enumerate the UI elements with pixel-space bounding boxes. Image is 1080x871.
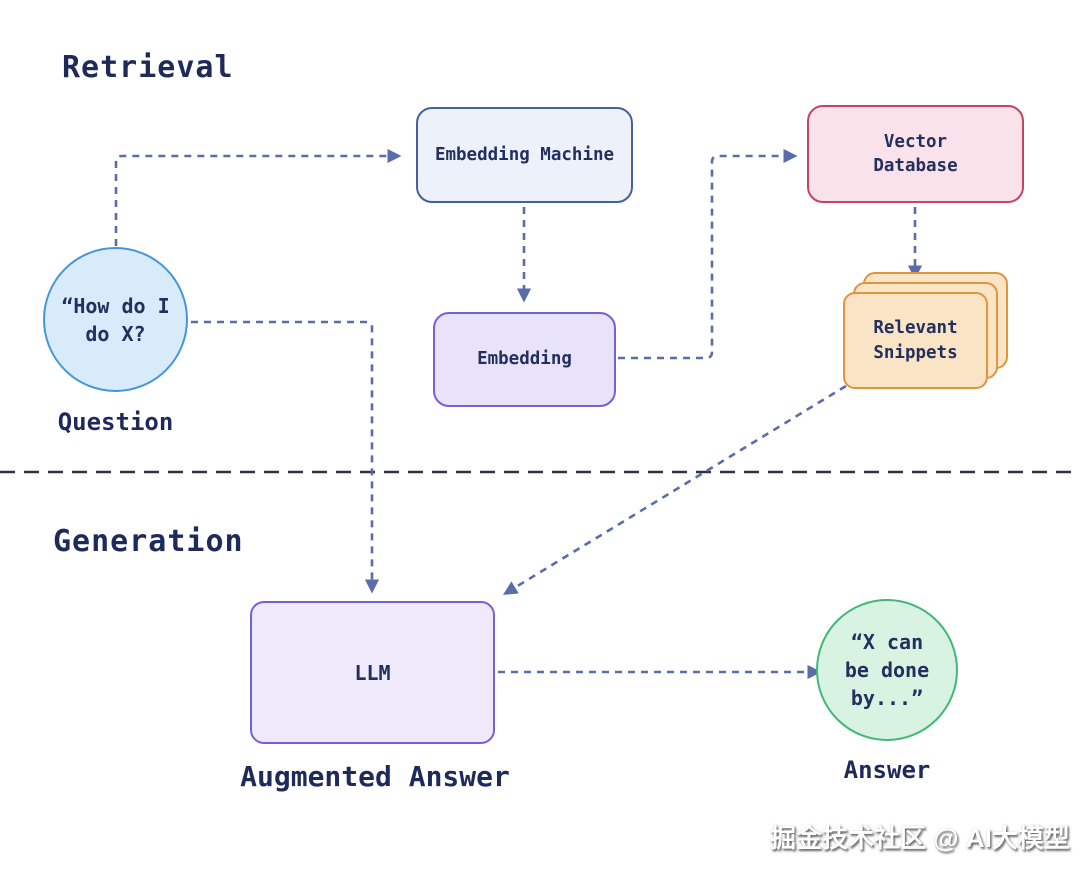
node-embedding: Embedding: [433, 312, 616, 407]
node-vector-database: Vector Database: [807, 105, 1024, 203]
caption-question: Question: [57, 408, 174, 436]
arrow-embedding-to-vector-database: [618, 148, 798, 360]
section-title-retrieval: Retrieval: [62, 50, 234, 85]
node-llm: LLM: [250, 601, 495, 744]
node-embedding-machine: Embedding Machine: [416, 107, 633, 203]
caption-augmented-answer: Augmented Answer: [240, 760, 510, 793]
arrow-question-to-embedding-machine: [114, 148, 402, 246]
arrow-question-to-llm: [191, 320, 380, 594]
arrow-snippets-to-llm: [502, 384, 847, 595]
watermark-text: 掘金技术社区 @ AI大模型: [770, 823, 1070, 853]
node-relevant-snippets: Relevant Snippets: [843, 292, 988, 389]
caption-answer: Answer: [843, 756, 931, 784]
node-relevant-snippets-stack: Relevant Snippets: [843, 272, 1009, 390]
node-question-bubble: “How do I do X?: [43, 247, 188, 392]
node-answer-bubble: “X can be done by...”: [816, 599, 958, 741]
section-title-generation: Generation: [53, 524, 244, 559]
